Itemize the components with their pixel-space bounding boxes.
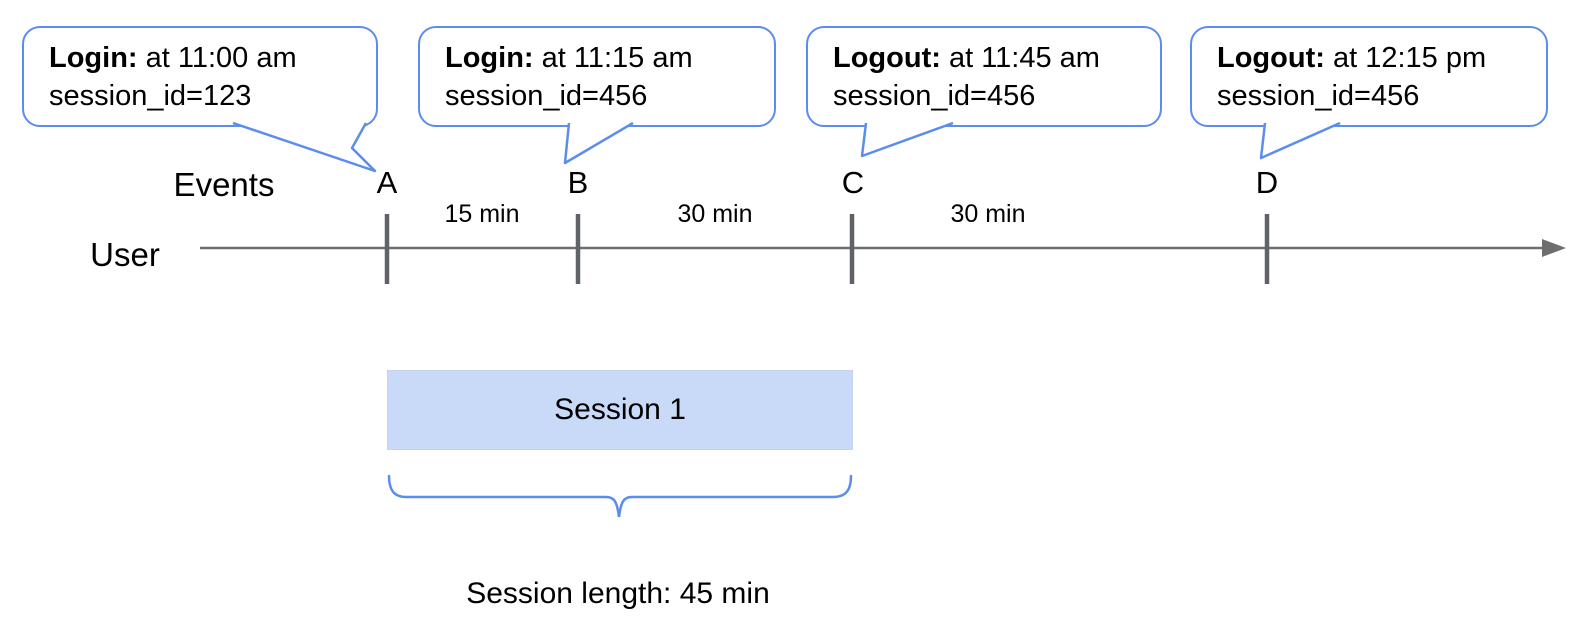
callout-time: at 11:15 am <box>533 42 693 74</box>
event-letter-b: B <box>567 165 589 200</box>
callout-line-event: Login: at 11:00 am <box>49 39 366 77</box>
callout-logout-d: Logout: at 12:15 pm session_id=456 <box>1190 26 1548 127</box>
callout-time: at 11:45 am <box>940 42 1100 74</box>
callout-session-id: session_id=456 <box>1217 80 1420 112</box>
session-box: Session 1 <box>387 370 853 450</box>
user-actor-label: User <box>90 236 160 273</box>
callout-event-type: Login: <box>49 42 138 74</box>
event-letter-c: C <box>841 165 865 200</box>
callout-login-a: Login: at 11:00 am session_id=123 <box>22 26 378 127</box>
callout-session-id: session_id=123 <box>49 80 252 112</box>
callout-time: at 12:15 pm <box>1324 42 1487 74</box>
callout-tail-d <box>1259 121 1341 160</box>
callout-event-type: Login: <box>445 42 534 74</box>
callout-logout-c: Logout: at 11:45 am session_id=456 <box>806 26 1162 127</box>
callout-event-type: Logout: <box>1217 42 1325 74</box>
callout-line-event: Logout: at 12:15 pm <box>1217 39 1536 77</box>
callout-login-b: Login: at 11:15 am session_id=456 <box>418 26 776 127</box>
callout-time: at 11:00 am <box>137 42 297 74</box>
session-brace <box>387 474 853 518</box>
callout-tail-b <box>563 121 634 165</box>
callout-session-id: session_id=456 <box>445 80 648 112</box>
callout-line-event: Login: at 11:15 am <box>445 39 764 77</box>
interval-label-ab: 15 min <box>444 200 520 228</box>
callout-line-event: Logout: at 11:45 am <box>833 39 1150 77</box>
callout-tail-a <box>232 121 377 173</box>
event-letter-d: D <box>1255 165 1279 200</box>
callout-event-type: Logout: <box>833 42 941 74</box>
callout-session-id: session_id=456 <box>833 80 1036 112</box>
interval-label-bc: 30 min <box>677 200 753 228</box>
callout-tail-c <box>860 121 954 158</box>
events-axis-label: Events <box>173 166 275 203</box>
session-length-label: Session length: 45 min <box>466 577 770 610</box>
event-letter-a: A <box>376 165 398 200</box>
arrow-right-icon <box>1542 239 1566 257</box>
interval-label-cd: 30 min <box>950 200 1026 228</box>
session-box-label: Session 1 <box>554 393 686 426</box>
